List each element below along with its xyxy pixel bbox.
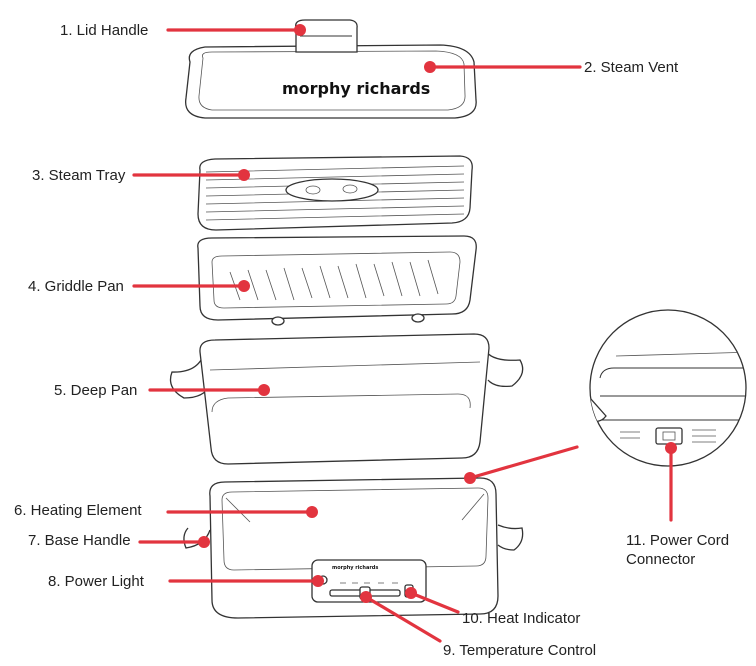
label-griddle-pan: 4. Griddle Pan [28,278,124,295]
marker-dot [665,442,677,454]
lid: morphy richards [184,19,477,119]
marker-dot [198,536,210,548]
base-right-handle [497,524,524,551]
deep-pan [169,333,524,465]
label-temperature-control: 9. Temperature Control [443,642,596,659]
label-steam-tray: 3. Steam Tray [32,167,126,184]
label-base-handle: 7. Base Handle [28,532,131,549]
marker-dot [238,169,250,181]
lid-brand-logo: morphy richards [282,79,430,98]
label-heating-element: 6. Heating Element [14,502,142,519]
marker-dot [424,61,436,73]
marker-dot [238,280,250,292]
labels: 1. Lid Handle 2. Steam Vent 3. Steam Tra… [14,22,729,659]
marker-dot [312,575,324,587]
label-lid-handle: 1. Lid Handle [60,22,148,39]
deep-pan-left-handle [169,349,211,399]
label-steam-vent: 2. Steam Vent [584,59,679,76]
label-power-light: 8. Power Light [48,573,145,590]
marker-dot [360,591,372,603]
inset-detail [589,309,747,467]
marker-dot [464,472,476,484]
label-deep-pan: 5. Deep Pan [54,382,137,399]
deep-pan-right-handle [484,349,524,388]
leader-lines [132,24,677,643]
marker-dot [306,506,318,518]
power-cord-socket [655,427,683,445]
griddle-pan [197,235,477,326]
base-brand-logo: morphy richards [332,565,378,571]
label-power-cord-connector-line1: 11. Power Cord [626,532,729,549]
label-heat-indicator: 10. Heat Indicator [462,610,580,627]
base: morphy richards [183,477,524,619]
steam-tray-vent [285,178,379,202]
inset-circle [589,309,747,467]
label-power-cord-connector-line2: Connector [626,551,695,568]
marker-dot [294,24,306,36]
marker-dot [405,587,417,599]
marker-dot [258,384,270,396]
steam-tray [197,155,473,231]
